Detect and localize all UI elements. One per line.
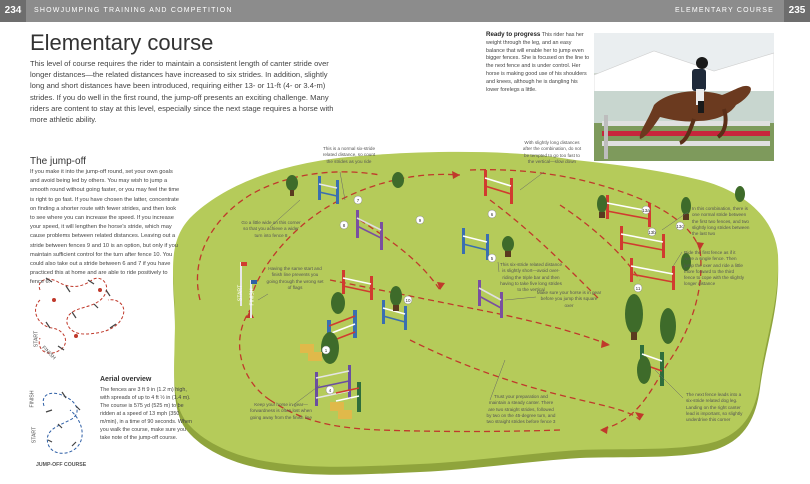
rider-photo	[594, 33, 774, 161]
hay-bales	[300, 344, 352, 419]
ready-body: This rider has her weight through the le…	[486, 32, 590, 93]
fence-number-label: 8	[343, 223, 346, 228]
fence-number-label: 1	[325, 348, 328, 353]
start-finish-flags	[240, 262, 257, 318]
jumpoff-finish-label: FINISH	[29, 390, 36, 408]
annotation-long-distances: With slightly long distances after the c…	[522, 140, 582, 164]
annotation-steady-canter: Trust your preparation and maintain a st…	[486, 394, 556, 425]
annotation-combination: In this combination, there is one normal…	[692, 206, 750, 237]
annotation-start-finish: Having the same start and finish line pr…	[266, 266, 324, 290]
fence-6	[484, 170, 513, 204]
fence-number-label: 5	[491, 256, 494, 261]
jumpoff-heading: The jump-off	[30, 156, 86, 167]
course-start-label: START	[237, 284, 244, 302]
fence-7	[318, 176, 339, 204]
fence-number-label: 13a	[642, 208, 650, 213]
intro-paragraph: This level of course requires the rider …	[30, 59, 334, 125]
arena-ground	[173, 151, 779, 467]
horse	[639, 85, 751, 139]
aerial-jumpoff-fences	[45, 391, 81, 447]
fence-5	[462, 228, 489, 260]
fence-number-label: 10	[405, 298, 411, 303]
fence-number-label: 7	[357, 198, 360, 203]
jumpoff-start-label: START	[31, 426, 38, 444]
running-head-right: ELEMENTARY COURSE	[675, 7, 774, 14]
annotation-dog-leg: The next fence leads into a six-stride r…	[686, 392, 743, 423]
aerial-course-fences	[45, 277, 117, 351]
jumpoff-body: If you make it into the jump-off round, …	[30, 169, 180, 286]
aerial-fence-dots	[52, 288, 102, 338]
fence-13b	[620, 226, 665, 258]
annotation-square-oxer: Make sure your horse is in gear before y…	[536, 290, 602, 308]
fence-number-label: 9	[419, 218, 422, 223]
fence-number-label: 11	[636, 286, 641, 291]
ready-to-progress: Ready to progress This rider has her wei…	[486, 31, 590, 94]
fence-9	[342, 270, 373, 300]
page-title: Elementary course	[30, 30, 214, 55]
decorative-plants	[286, 172, 745, 384]
fence-number-label: 13b	[648, 230, 656, 235]
aerial-start-label: START	[33, 330, 40, 348]
fence-number-label: 4	[329, 388, 332, 393]
fence-4	[335, 382, 361, 412]
annotation-six-stride-normal: This is a normal six-stride related dist…	[322, 146, 376, 164]
aerial-body: The fences are 3 ft 9 in (1.2 m) high, w…	[100, 387, 192, 441]
aerial-jumpoff-diagram	[42, 392, 83, 454]
jumpoff-caption: JUMP-OFF COURSE	[36, 462, 87, 468]
header-bar-left	[0, 0, 405, 22]
aerial-heading: Aerial overview	[100, 376, 152, 383]
annotation-first-fence: Ride the first fence as if it were a sin…	[684, 250, 745, 287]
header-bar-right	[405, 0, 810, 22]
annotation-keep-in-gear: Keep your horse in gear—forwardness is o…	[250, 402, 312, 420]
aerial-course-diagram	[35, 277, 125, 354]
running-head-left: SHOWJUMPING TRAINING AND COMPETITION	[34, 7, 233, 14]
page-number-right: 235	[784, 0, 810, 22]
annotation-leaders	[257, 171, 689, 407]
annotation-wide-corner: Go a little wide on this corner so that …	[241, 220, 301, 238]
fence-13c	[630, 258, 675, 290]
fence-3	[478, 280, 503, 318]
page-number-left: 234	[0, 0, 26, 22]
fence-number-markers	[321, 195, 685, 395]
fence-number-label: 6	[491, 212, 494, 217]
ready-lead: Ready to progress	[486, 31, 541, 38]
fence-8	[356, 210, 383, 250]
course-finish-label: FINISH	[249, 288, 256, 306]
annotation-short-distance: This six-stride related distance is slig…	[499, 262, 563, 293]
fence-number-label: 13c	[676, 224, 684, 229]
